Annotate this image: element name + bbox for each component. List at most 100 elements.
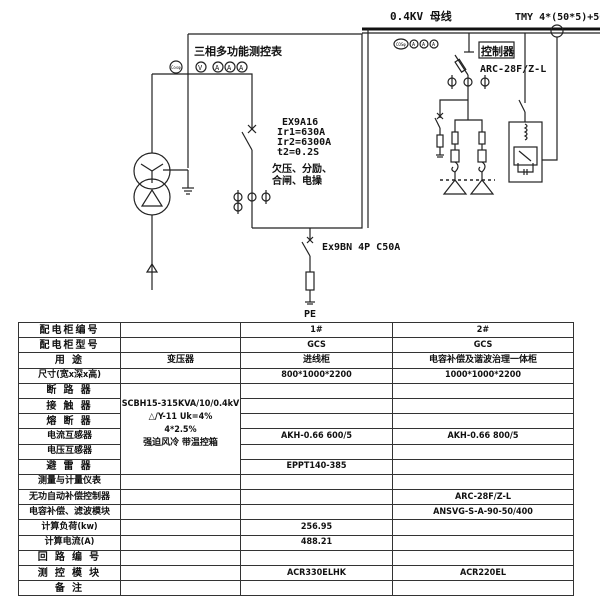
table-row: 备 注 bbox=[18, 580, 574, 597]
row-header: 配电柜型号 bbox=[18, 337, 121, 354]
controller-box bbox=[478, 41, 515, 59]
cell bbox=[120, 534, 241, 551]
cell bbox=[240, 504, 393, 521]
svg-text:A: A bbox=[215, 64, 220, 72]
row-header: 熔 断 器 bbox=[18, 413, 121, 430]
cell bbox=[120, 337, 241, 354]
row-header: 测量与计量仪表 bbox=[18, 473, 121, 491]
svg-text:A: A bbox=[239, 64, 244, 72]
reactor-icon bbox=[523, 123, 528, 141]
cell bbox=[240, 580, 393, 597]
transformer-model: SCBH15-315KVA/10/0.4kV bbox=[121, 398, 240, 409]
meter-title: 三相多功能测控表 bbox=[194, 44, 283, 58]
right-ct-icons bbox=[447, 75, 490, 89]
dc-capacitor-line bbox=[517, 163, 534, 173]
svg-text:欠压、分励、: 欠压、分励、 bbox=[272, 162, 332, 175]
cell bbox=[392, 382, 574, 399]
row-header: 回 路 编 号 bbox=[18, 549, 121, 567]
cell: 变压器 bbox=[120, 352, 241, 369]
cell bbox=[392, 458, 574, 475]
row-header: 配电柜编号 bbox=[18, 321, 121, 339]
cell: AKH-0.66 600/5 bbox=[240, 428, 393, 445]
svg-text:合闸、电操: 合闸、电操 bbox=[271, 174, 322, 187]
cell bbox=[120, 321, 241, 339]
cell: AKH-0.66 800/5 bbox=[392, 428, 574, 445]
svg-text:A: A bbox=[412, 42, 415, 48]
cell bbox=[240, 473, 393, 491]
arrester-ground-icon bbox=[436, 154, 444, 158]
cosphi-meter-icon: Cosφ bbox=[169, 60, 183, 74]
svg-text:COSφ: COSφ bbox=[396, 42, 406, 47]
meter-symbols: V A A A bbox=[195, 61, 248, 73]
arrester-icon bbox=[436, 134, 444, 148]
cell bbox=[392, 397, 574, 415]
svg-text:Cosφ: Cosφ bbox=[171, 65, 181, 70]
bus-ct-icon bbox=[550, 24, 564, 38]
cell bbox=[120, 564, 241, 582]
svg-text:Ir2=6300A: Ir2=6300A bbox=[277, 137, 331, 148]
svg-text:A: A bbox=[422, 42, 425, 48]
table-row: 电压互感器 bbox=[18, 443, 574, 460]
fuse-disconnector-icon bbox=[454, 54, 469, 76]
svg-breaker-icon bbox=[518, 99, 526, 113]
row-header: 避 雷 器 bbox=[18, 458, 121, 475]
arrester-branch bbox=[439, 99, 468, 118]
cell bbox=[120, 580, 241, 597]
cell bbox=[392, 534, 574, 551]
svg-text:A: A bbox=[227, 64, 232, 72]
right-meter-symbols: COSφ A A A bbox=[393, 38, 439, 50]
capacitor-branch-1 bbox=[442, 131, 468, 195]
transformer-cooling: 强迫风冷 带温控箱 bbox=[143, 437, 218, 448]
branch-breaker-icon bbox=[301, 236, 314, 257]
cell bbox=[240, 413, 393, 430]
row-header: 备 注 bbox=[18, 580, 121, 597]
transformer-icon bbox=[133, 152, 171, 216]
cell bbox=[120, 519, 241, 536]
cell: 488.21 bbox=[240, 534, 393, 551]
controller-model: ARC-28F/Z-L bbox=[480, 64, 546, 75]
row-header: 计算电流(A) bbox=[18, 534, 121, 551]
cell bbox=[120, 489, 241, 506]
svg-text:V: V bbox=[198, 64, 203, 72]
row-header: 接 触 器 bbox=[18, 397, 121, 415]
cell bbox=[392, 443, 574, 460]
ground-icon bbox=[182, 187, 194, 195]
cell bbox=[120, 549, 241, 567]
cell: GCS bbox=[392, 337, 574, 354]
pe-ground-icon bbox=[305, 301, 315, 305]
table-row: 回 路 编 号 bbox=[18, 549, 574, 567]
cell: ARC-28F/Z-L bbox=[392, 489, 574, 506]
cell bbox=[240, 489, 393, 506]
cell bbox=[392, 413, 574, 430]
ct-wiring bbox=[152, 73, 253, 128]
cell: 256.95 bbox=[240, 519, 393, 536]
cell bbox=[240, 397, 393, 415]
bus-spec: TMY 4*(50*5)+50*5 bbox=[515, 12, 600, 23]
table-row: 断 路 器 SCBH15-315KVA/10/0.4kV △/Y-11 Uk=4… bbox=[18, 382, 574, 475]
cell bbox=[120, 504, 241, 521]
cell: 2# bbox=[392, 321, 574, 339]
cell: 1# bbox=[240, 321, 393, 339]
table-row: 用 途变压器进线柜电容补偿及谐波治理一体柜 bbox=[18, 352, 574, 369]
controller-label: 控制器 bbox=[481, 44, 515, 58]
cell bbox=[240, 549, 393, 567]
svg-text:EX9A16: EX9A16 bbox=[282, 117, 318, 128]
row-header: 电压互感器 bbox=[18, 443, 121, 460]
row-header: 断 路 器 bbox=[18, 382, 121, 399]
svg-text:A: A bbox=[432, 42, 435, 48]
table-row: 接 触 器 bbox=[18, 397, 574, 415]
incoming-arrow-icon bbox=[145, 262, 159, 273]
main-breaker-icon bbox=[241, 124, 257, 151]
arrester-breaker-icon bbox=[434, 112, 444, 129]
cell bbox=[240, 443, 393, 460]
cap-branch-split bbox=[454, 119, 483, 132]
row-header: 电流互感器 bbox=[18, 428, 121, 445]
row-header: 用 途 bbox=[18, 352, 121, 369]
